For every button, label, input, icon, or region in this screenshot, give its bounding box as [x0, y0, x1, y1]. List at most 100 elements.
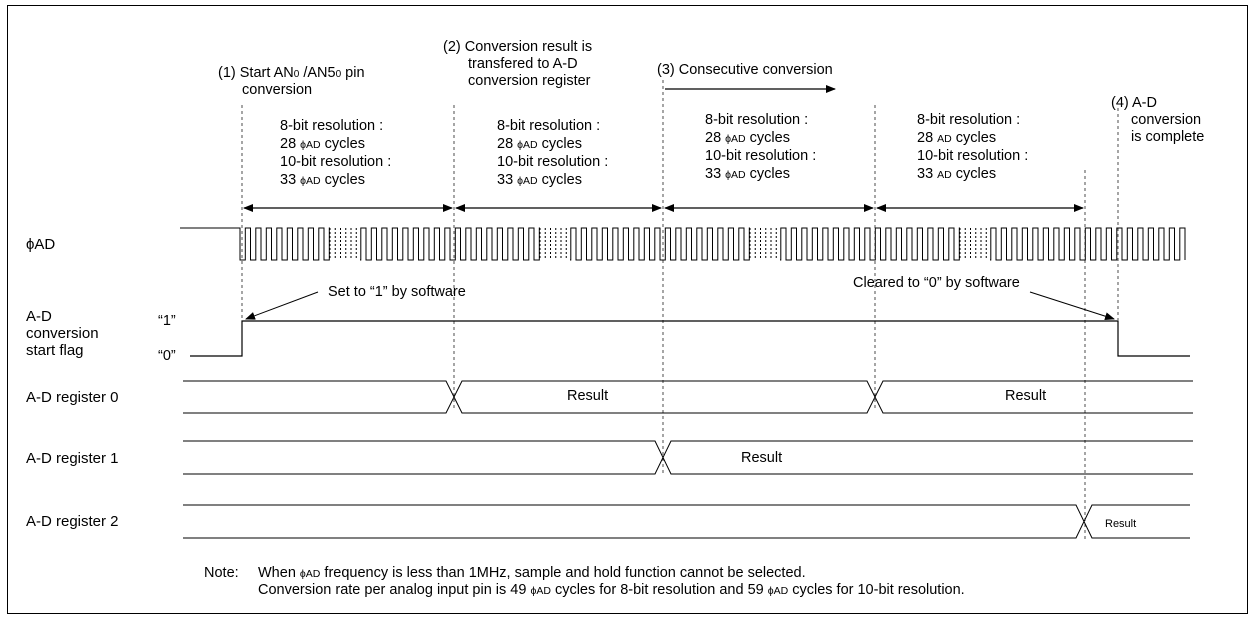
step-1-text-b: /AN5 — [299, 65, 336, 81]
step-4-label-line1: (4) A-D — [1111, 95, 1157, 111]
step-1-text-a: (1) Start AN — [218, 65, 294, 81]
step-2-label-line1: (2) Conversion result is — [443, 39, 593, 55]
duration-3-line2: 28 ϕAD cycles — [705, 130, 816, 149]
duration-1-line3: 10-bit resolution : — [280, 154, 392, 170]
register-0-result-2: Result — [1005, 388, 1047, 404]
duration-4-line2: 28 AD cycles — [917, 130, 1028, 149]
start-flag-waveform — [190, 320, 1190, 357]
phi-ad-symbol: ϕAD — [530, 585, 551, 597]
step-1-subscript-1: 0 — [293, 69, 300, 80]
cleared-by-software-label: Cleared to “0” by software — [853, 275, 1020, 291]
duration-1-line4: 33 ϕAD cycles — [280, 172, 391, 191]
duration-2-cycles-word: cycles — [537, 171, 582, 188]
register-2-result: Result — [1105, 518, 1137, 530]
register-1-waveform — [183, 440, 1193, 475]
start-flag-label-line2: conversion — [26, 325, 99, 342]
duration-4-cycles-word: cycles — [951, 129, 997, 146]
duration-2-line3: 10-bit resolution : — [497, 154, 609, 170]
note-line-2-text-c: cycles for 10-bit resolution. — [788, 582, 965, 598]
step-1-label-line2: conversion — [242, 82, 313, 98]
duration-3-cycles-word: cycles — [745, 165, 790, 182]
duration-3-cycles-10: 33 — [705, 165, 726, 182]
step-2-label-line2: transfered to A-D — [468, 56, 578, 72]
duration-2-cycles-8: 28 — [497, 135, 518, 152]
duration-3-line3: 10-bit resolution : — [705, 148, 817, 164]
note-line-1: When ϕAD frequency is less than 1MHz, sa… — [258, 565, 806, 583]
register-0-label: A-D register 0 — [26, 389, 119, 406]
clock-omission-mask — [540, 227, 570, 261]
ad-symbol: AD — [937, 168, 952, 181]
set-by-software-label: Set to “1” by software — [328, 284, 466, 300]
phi-ad-symbol: ϕAD — [300, 138, 321, 151]
note-label: Note: — [204, 565, 239, 581]
duration-3-cycles-word: cycles — [745, 129, 790, 146]
duration-2-cycles-10: 33 — [497, 171, 518, 188]
ad-symbol: AD — [937, 132, 952, 145]
phi-ad-signal-label: ϕAD — [26, 236, 56, 253]
duration-4-cycles-word: cycles — [951, 165, 997, 182]
note-line-2-text-b: cycles for 8-bit resolution and 59 — [550, 582, 768, 598]
duration-3-line4: 33 ϕAD cycles — [705, 166, 816, 185]
step-4-label-line3: is complete — [1131, 129, 1205, 145]
note-line-2-text-a: Conversion rate per analog input pin is … — [258, 582, 531, 598]
duration-block-3: 8-bit resolution : 28 ϕAD cycles 10-bit … — [705, 112, 816, 184]
flag-level-one: “1” — [158, 313, 176, 329]
step-3-label: (3) Consecutive conversion — [657, 62, 833, 78]
diagram-frame — [7, 5, 1248, 614]
flag-level-zero: “0” — [158, 348, 176, 364]
duration-1-line2: 28 ϕAD cycles — [280, 136, 391, 155]
step-1-text-c: pin — [341, 65, 365, 81]
cleared-by-software-arrow — [1029, 291, 1115, 321]
step-4-label-line2: conversion — [1131, 112, 1202, 128]
set-by-software-arrow — [245, 291, 319, 320]
clock-omission-mask — [960, 227, 990, 261]
duration-4-line3: 10-bit resolution : — [917, 148, 1029, 164]
note-line-1-text-a: When — [258, 565, 300, 581]
phi-ad-symbol: ϕAD — [517, 138, 538, 151]
duration-2-cycles-word: cycles — [537, 135, 582, 152]
duration-4-line1: 8-bit resolution : — [917, 112, 1021, 128]
duration-3-cycles-8: 28 — [705, 129, 726, 146]
duration-block-1: 8-bit resolution : 28 ϕAD cycles 10-bit … — [280, 118, 391, 190]
duration-1-cycles-8: 28 — [280, 135, 301, 152]
note-line-2: Conversion rate per analog input pin is … — [258, 582, 965, 600]
register-1-result: Result — [741, 450, 783, 466]
duration-2-line2: 28 ϕAD cycles — [497, 136, 608, 155]
duration-2-line4: 33 ϕAD cycles — [497, 172, 608, 191]
step-2-label-line3: conversion register — [468, 73, 591, 89]
duration-4-cycles-10: 33 — [917, 165, 938, 182]
register-2-label: A-D register 2 — [26, 513, 119, 530]
clock-omission-mask — [750, 227, 780, 261]
start-flag-label-line1: A-D — [26, 308, 52, 325]
duration-4-cycles-8: 28 — [917, 129, 938, 146]
phi-ad-symbol: ϕAD — [725, 168, 746, 181]
duration-arrows — [243, 85, 1084, 212]
duration-block-4: 8-bit resolution : 28 AD cycles 10-bit r… — [917, 112, 1028, 184]
duration-1-cycles-word: cycles — [320, 135, 365, 152]
phi-ad-symbol: ϕAD — [517, 174, 538, 187]
register-0-result-1: Result — [567, 388, 609, 404]
duration-1-line1: 8-bit resolution : — [280, 118, 384, 134]
phi-ad-symbol: ϕAD — [300, 174, 321, 187]
duration-4-line4: 33 AD cycles — [917, 166, 1028, 185]
note-line-1-text-b: frequency is less than 1MHz, sample and … — [320, 565, 806, 581]
phi-ad-symbol: ϕAD — [725, 132, 746, 145]
phi-ad-symbol: ϕAD — [299, 568, 321, 580]
phi-ad-clock-waveform — [180, 227, 1186, 261]
duration-3-line1: 8-bit resolution : — [705, 112, 809, 128]
register-2-waveform — [183, 504, 1190, 539]
duration-block-2: 8-bit resolution : 28 ϕAD cycles 10-bit … — [497, 118, 608, 190]
start-flag-label-line3: start flag — [26, 342, 84, 359]
duration-1-cycles-word: cycles — [320, 171, 365, 188]
step-1-subscript-2: 0 — [335, 69, 342, 80]
register-0-waveform — [183, 380, 1193, 414]
phi-ad-clock-trace — [180, 227, 1186, 261]
step-1-label: (1) Start AN0 /AN50 pin — [218, 65, 365, 83]
register-1-label: A-D register 1 — [26, 450, 119, 467]
phi-ad-symbol: ϕAD — [767, 585, 789, 597]
clock-omission-mask — [330, 227, 360, 261]
duration-2-line1: 8-bit resolution : — [497, 118, 601, 134]
duration-1-cycles-10: 33 — [280, 171, 301, 188]
annotation-arrows — [245, 291, 1115, 321]
